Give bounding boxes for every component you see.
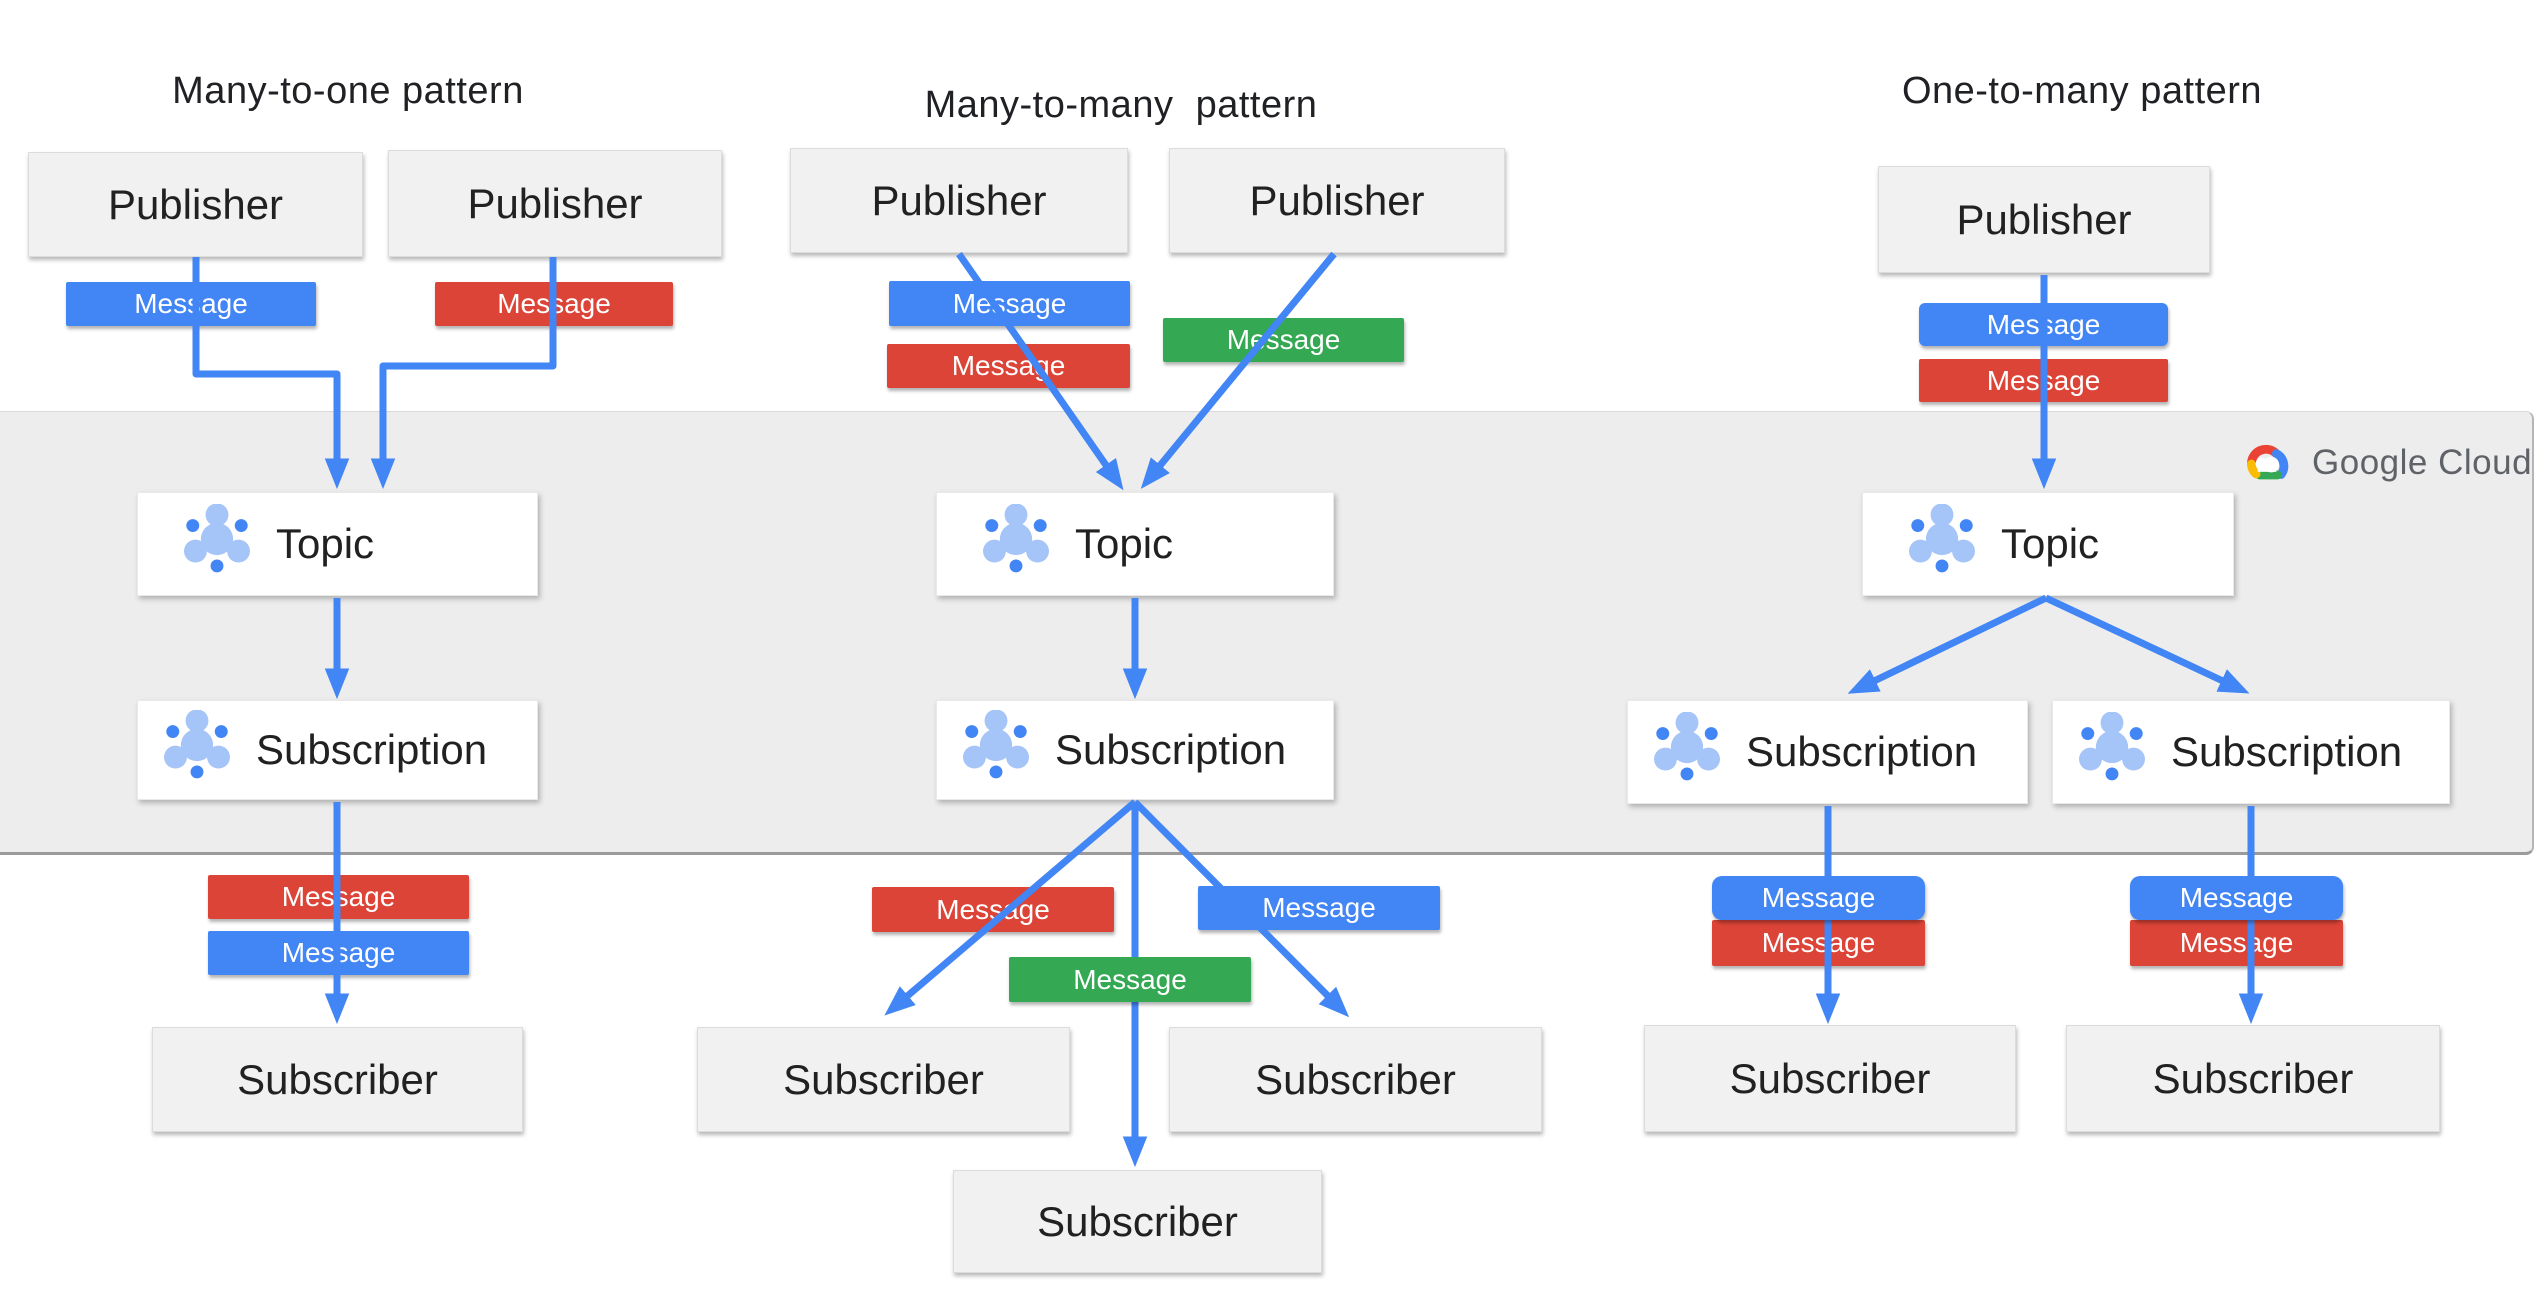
pubsub-subscription-icon (961, 709, 1031, 790)
topic-label: Topic (276, 520, 375, 567)
google-cloud-logo: Google Cloud (2240, 442, 2532, 484)
publisher-box: Publisher (388, 150, 722, 257)
publisher-box: Publisher (790, 148, 1128, 253)
subscriber-box: Subscriber (1169, 1027, 1542, 1132)
message-chip-blue: Message (208, 931, 469, 975)
subscription-label: Subscription (1055, 726, 1287, 773)
message-chip-green: Message (1163, 318, 1404, 362)
pubsub-topic-icon (981, 503, 1051, 584)
pubsub-subscription-icon (2077, 711, 2147, 792)
publisher-label: Publisher (1956, 195, 2132, 243)
message-chip-blue: Message (1198, 886, 1440, 930)
subscriber-label: Subscriber (2152, 1054, 2354, 1102)
publisher-box: Publisher (1169, 148, 1505, 253)
subscription-box: Subscription (1627, 700, 2028, 804)
message-chip-red: Message (1919, 359, 2168, 402)
subscriber-box: Subscriber (953, 1170, 1322, 1273)
message-chip-blue: Message (1712, 876, 1925, 920)
subscription-box: Subscription (2052, 700, 2450, 804)
publisher-label: Publisher (107, 180, 284, 228)
subscriber-box: Subscriber (152, 1027, 523, 1132)
subscriber-box: Subscriber (697, 1027, 1070, 1132)
topic-box: Topic (137, 492, 538, 596)
topic-label: Topic (1075, 520, 1174, 567)
subscriber-label: Subscriber (1729, 1054, 1931, 1102)
publisher-label: Publisher (467, 179, 643, 227)
publisher-box: Publisher (28, 152, 363, 257)
subscription-label: Subscription (256, 726, 488, 773)
topic-box: Topic (1862, 492, 2234, 596)
subscriber-box: Subscriber (2066, 1025, 2440, 1132)
subscription-box: Subscription (137, 700, 538, 800)
message-chip-red: Message (2130, 920, 2343, 966)
message-chip-red: Message (1712, 920, 1925, 966)
pubsub-subscription-icon (162, 709, 232, 790)
pubsub-subscription-icon (1652, 711, 1722, 792)
pattern-title-many-to-one: Many-to-one pattern (172, 70, 524, 112)
google-cloud-logo-icon (2247, 444, 2289, 480)
subscriber-label: Subscriber (1037, 1197, 1238, 1245)
publisher-label: Publisher (1249, 176, 1425, 224)
subscription-label: Subscription (2171, 728, 2403, 775)
message-chip-blue: Message (66, 282, 316, 326)
subscriber-label: Subscriber (783, 1055, 984, 1103)
pubsub-topic-icon (1907, 503, 1977, 584)
message-chip-blue: Message (2130, 876, 2343, 920)
publisher-box: Publisher (1878, 166, 2210, 273)
subscription-label: Subscription (1746, 728, 1978, 775)
publisher-label: Publisher (871, 176, 1047, 224)
google-cloud-logo-text: Google Cloud (2312, 443, 2533, 482)
message-chip-green: Message (1009, 957, 1251, 1002)
message-chip-red: Message (208, 875, 469, 919)
pubsub-topic-icon (182, 503, 252, 584)
message-chip-blue: Message (1919, 303, 2168, 346)
subscriber-label: Subscriber (237, 1055, 438, 1103)
message-chip-red: Message (435, 282, 673, 326)
topic-box: Topic (936, 492, 1334, 596)
subscriber-label: Subscriber (1255, 1055, 1456, 1103)
pattern-title-many-to-many: Many-to-many pattern (924, 84, 1318, 126)
message-chip-blue: Message (889, 281, 1130, 326)
topic-label: Topic (2001, 520, 2100, 567)
message-chip-red: Message (872, 887, 1114, 932)
message-chip-red: Message (887, 344, 1130, 388)
subscription-box: Subscription (936, 700, 1334, 800)
subscriber-box: Subscriber (1644, 1025, 2016, 1132)
pattern-title-one-to-many: One-to-many pattern (1901, 70, 2263, 112)
